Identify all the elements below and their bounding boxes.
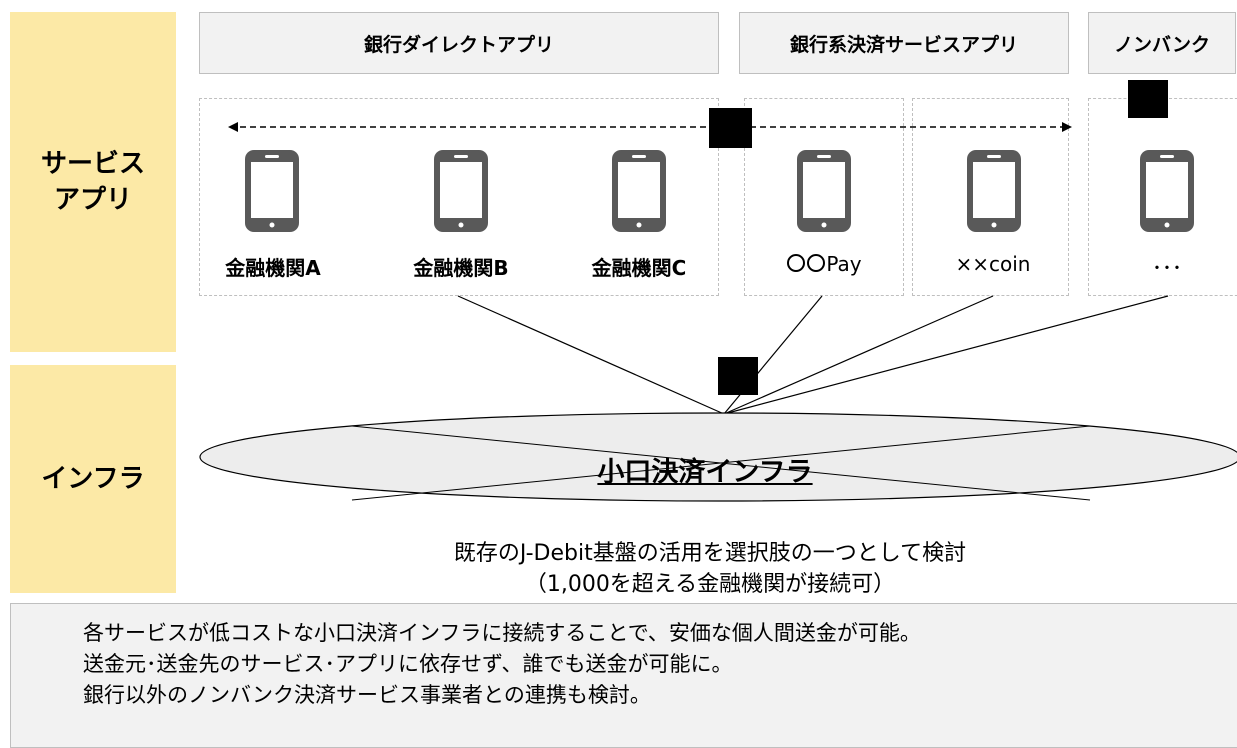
connect-line-bank: [457, 295, 725, 415]
app-label-bank-b: 金融機関B: [413, 256, 509, 280]
redaction-block-1: [709, 108, 752, 148]
infra-desc-line-1: 既存のJ-Debit基盤の活用を選択肢の一つとして検討: [453, 541, 967, 566]
phone-icon: [797, 150, 851, 232]
infra-side-label: インフラ: [10, 365, 176, 593]
phone-icon: [245, 150, 299, 232]
app-label-coin: ××coin: [955, 252, 1031, 276]
service-app-label: サービス アプリ: [10, 12, 176, 352]
redaction-block-2: [1128, 80, 1168, 118]
category-bank-direct: 銀行ダイレクトアプリ: [199, 12, 719, 74]
double-circle-icon: [787, 254, 826, 272]
phone-icon: [612, 150, 666, 232]
app-label-more: ･･･: [1152, 256, 1182, 280]
category-bank-payment: 銀行系決済サービスアプリ: [739, 12, 1069, 74]
summary-line-2: 送金元･送金先のサービス･アプリに依存せず、誰でも送金が可能に。: [83, 652, 733, 676]
group-bank-payment-1: [744, 98, 904, 296]
infra-title: 小口決済インフラ: [597, 457, 813, 488]
summary-box: 各サービスが低コストな小口決済インフラに接続することで、安価な個人間送金が可能。…: [10, 603, 1237, 748]
connect-line-coin: [723, 295, 994, 415]
redaction-block-3: [718, 357, 758, 395]
connect-line-pay: [723, 295, 823, 415]
connect-line-nonbank: [723, 295, 1169, 415]
phone-icon: [434, 150, 488, 232]
ellipse-cross-2: [351, 425, 1091, 501]
phone-icon: [967, 150, 1021, 232]
group-bank-direct: [199, 98, 719, 296]
app-label-bank-a: 金融機関A: [225, 256, 321, 280]
app-label-bank-c: 金融機関C: [591, 256, 687, 280]
pay-suffix: Pay: [826, 252, 862, 276]
group-bank-payment-2: [912, 98, 1069, 296]
summary-line-1: 各サービスが低コストな小口決済インフラに接続することで、安価な個人間送金が可能。: [83, 621, 921, 645]
infra-desc-line-2: （1,000を超える金融機関が接続可）: [524, 572, 896, 597]
category-nonbank: ノンバンク: [1088, 12, 1236, 74]
app-label-pay: Pay: [749, 252, 899, 276]
phone-icon: [1140, 150, 1194, 232]
summary-line-3: 銀行以外のノンバンク決済サービス事業者との連携も検討。: [83, 683, 651, 707]
infra-ellipse: [199, 412, 1237, 502]
